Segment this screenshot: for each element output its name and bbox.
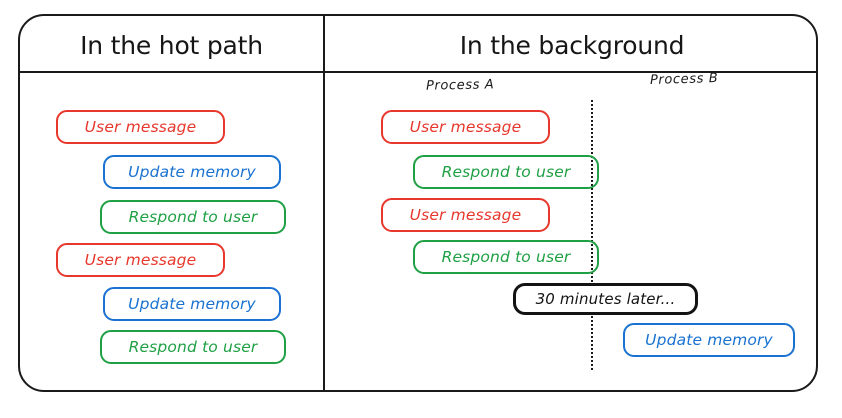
process-b-label: Process B [649, 71, 719, 88]
panel-title-background: In the background [459, 31, 685, 60]
step-box-user-message[interactable]: User message [56, 243, 225, 277]
step-box-update-memory[interactable]: Update memory [103, 155, 281, 189]
step-box-user-message[interactable]: User message [381, 198, 550, 232]
step-box-time-gap-note[interactable]: 30 minutes later... [513, 283, 698, 315]
step-box-update-memory[interactable]: Update memory [623, 323, 795, 357]
header-separator-line [18, 71, 818, 73]
step-box-user-message[interactable]: User message [56, 110, 225, 144]
step-box-respond-to-user[interactable]: Respond to user [413, 240, 599, 274]
step-box-user-message[interactable]: User message [381, 110, 550, 144]
column-divider-line [323, 15, 325, 391]
process-boundary-dotted-line [591, 100, 593, 370]
step-box-respond-to-user[interactable]: Respond to user [100, 200, 286, 234]
diagram-outer-frame [18, 14, 818, 392]
process-a-label: Process A [425, 77, 495, 94]
step-box-respond-to-user[interactable]: Respond to user [413, 155, 599, 189]
step-box-update-memory[interactable]: Update memory [103, 287, 281, 321]
panel-title-hot-path: In the hot path [80, 31, 263, 60]
step-box-respond-to-user[interactable]: Respond to user [100, 330, 286, 364]
